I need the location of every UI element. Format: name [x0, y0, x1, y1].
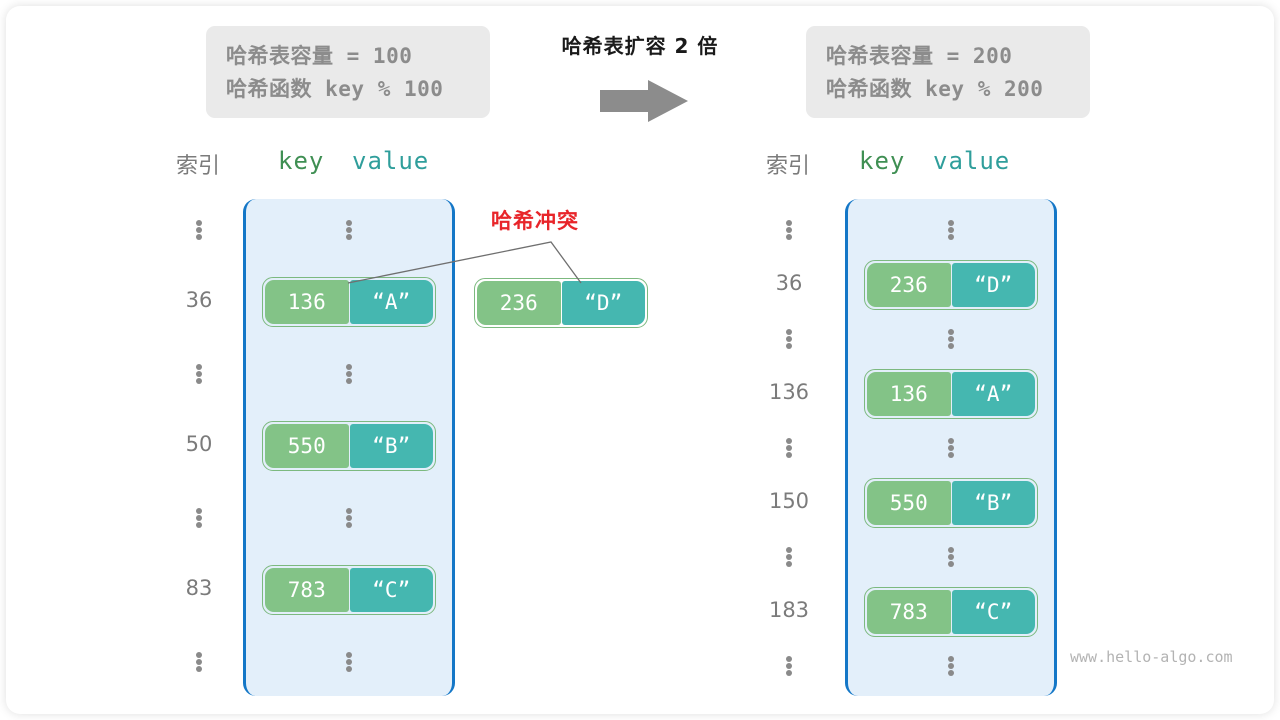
hash-entry: 236“D”	[864, 259, 1038, 310]
bucket-ellipsis	[346, 220, 352, 240]
left-index-header: 索引	[175, 154, 220, 179]
hash-entry-value: “D”	[951, 262, 1035, 307]
bucket-ellipsis	[346, 652, 352, 672]
hash-entry: 783“C”	[262, 565, 436, 615]
hash-config-box-after: 哈希表容量 = 200 哈希函数 key % 200	[806, 26, 1090, 118]
left-value-header: value	[352, 147, 430, 175]
hash-entry-value: “B”	[951, 480, 1035, 525]
index-ellipsis	[786, 438, 792, 458]
left-key-header: key	[278, 147, 325, 175]
right-arrow-icon	[600, 80, 688, 122]
bucket-ellipsis	[948, 220, 954, 240]
hash-entry: 550“B”	[864, 477, 1038, 528]
hash-entry: 136“A”	[262, 277, 436, 327]
hash-entry: 783“C”	[864, 586, 1038, 637]
watermark: www.hello-algo.com	[1070, 648, 1233, 666]
colliding-entry-value: “D”	[561, 281, 645, 325]
bucket-ellipsis	[948, 547, 954, 567]
hash-entry-value: “A”	[951, 371, 1035, 416]
hash-entry-key: 236	[867, 262, 951, 307]
index-label: 183	[768, 597, 810, 622]
hash-config-box-before: 哈希表容量 = 100 哈希函数 key % 100	[206, 26, 490, 118]
index-ellipsis	[786, 220, 792, 240]
colliding-entry-key: 236	[477, 281, 561, 325]
index-ellipsis	[786, 329, 792, 349]
right-value-header: value	[933, 147, 1011, 175]
page-title: 哈希表扩容 2 倍	[561, 34, 719, 58]
index-label: 136	[768, 379, 810, 404]
index-label: 150	[768, 488, 810, 513]
colliding-entry: 236 “D”	[474, 278, 648, 328]
index-ellipsis	[786, 656, 792, 676]
hash-entry: 550“B”	[262, 421, 436, 471]
hash-entry-value: “A”	[349, 280, 433, 324]
right-key-header: key	[859, 147, 906, 175]
diagram-frame	[6, 6, 1274, 714]
bucket-ellipsis	[948, 656, 954, 676]
index-ellipsis	[196, 220, 202, 240]
index-ellipsis	[196, 652, 202, 672]
hash-entry-value: “C”	[951, 589, 1035, 634]
bucket-ellipsis	[346, 364, 352, 384]
bucket-ellipsis	[346, 508, 352, 528]
hash-function-line-after: 哈希函数 key % 200	[826, 76, 1044, 101]
capacity-line-after: 哈希表容量 = 200	[826, 44, 1013, 68]
hash-entry-key: 136	[867, 371, 951, 416]
right-index-header: 索引	[765, 154, 810, 179]
hash-entry-value: “B”	[349, 424, 433, 468]
hash-entry-key: 136	[265, 280, 349, 324]
collision-label: 哈希冲突	[491, 209, 579, 233]
index-label: 36	[775, 270, 803, 295]
hash-entry-key: 783	[265, 568, 349, 612]
index-ellipsis	[196, 508, 202, 528]
index-ellipsis	[786, 547, 792, 567]
index-label: 50	[185, 432, 213, 456]
capacity-line-before: 哈希表容量 = 100	[226, 44, 413, 68]
index-label: 83	[185, 576, 213, 600]
index-ellipsis	[196, 364, 202, 384]
bucket-ellipsis	[948, 438, 954, 458]
hash-entry-key: 550	[265, 424, 349, 468]
index-label: 36	[185, 288, 213, 312]
hash-entry-key: 550	[867, 480, 951, 525]
hash-function-line-before: 哈希函数 key % 100	[226, 76, 444, 101]
hash-entry-value: “C”	[349, 568, 433, 612]
hash-entry-key: 783	[867, 589, 951, 634]
bucket-ellipsis	[948, 329, 954, 349]
hash-entry: 136“A”	[864, 368, 1038, 419]
